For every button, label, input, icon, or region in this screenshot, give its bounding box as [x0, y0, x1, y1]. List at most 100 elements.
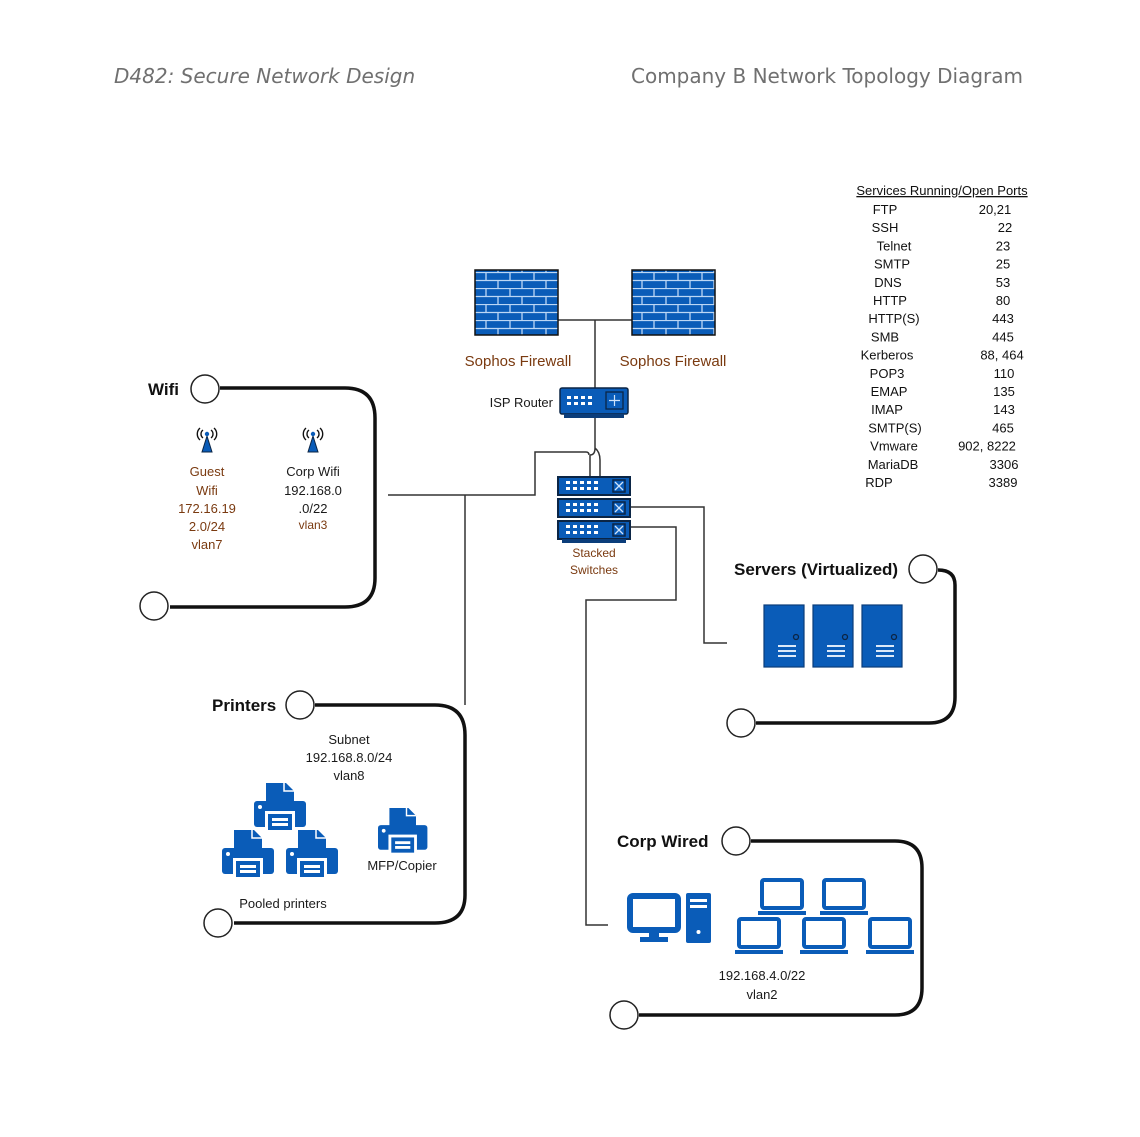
- service-ports: 3306: [990, 457, 1019, 472]
- firewall-right[interactable]: Sophos Firewall: [620, 269, 727, 370]
- isp-router[interactable]: ISP Router: [490, 387, 629, 418]
- service-name: POP3: [870, 366, 905, 381]
- printer-icon: [253, 782, 307, 834]
- printer-icon: [285, 829, 339, 881]
- firewall-left-label: Sophos Firewall: [465, 353, 572, 370]
- corp-wired-subnet: 192.168.4.0/22: [719, 968, 806, 983]
- service-name: Vmware: [870, 439, 918, 454]
- service-row: EMAP 135: [871, 384, 1015, 399]
- corp-wifi-line: Corp Wifi: [286, 464, 340, 479]
- servers-node-top: [908, 554, 938, 584]
- guest-wifi-line: vlan7: [191, 537, 222, 552]
- laptop-icon: [864, 917, 916, 956]
- laptop-icon: [733, 917, 785, 956]
- service-name: SMTP: [874, 257, 910, 272]
- printers-title: Printers: [212, 696, 276, 715]
- service-ports: 53: [996, 275, 1010, 290]
- printers-segment-loop: [234, 703, 467, 925]
- service-row: SMTP(S)465: [868, 420, 1014, 435]
- printers-subnet-line: vlan8: [333, 768, 364, 783]
- wireless-ap-icon: [196, 427, 218, 453]
- segment-servers[interactable]: Servers (Virtualized): [726, 554, 957, 738]
- segment-printers[interactable]: Printers Subnet 192.168.8.0/24 vlan8 Poo…: [203, 690, 467, 938]
- service-row: POP3 110: [870, 366, 1015, 381]
- service-ports: 20,21: [979, 202, 1012, 217]
- corp-wired-node-top: [721, 826, 751, 856]
- segment-corp-wired[interactable]: Corp Wired 192.168.4.0/22 vlan2: [609, 826, 924, 1030]
- service-row: HTTP(S) 443: [868, 311, 1013, 326]
- printers-node-top: [285, 690, 315, 720]
- switch-label-line1: Stacked: [572, 546, 615, 560]
- firewall-icon: [631, 269, 716, 336]
- guest-wifi-line: 2.0/24: [189, 519, 225, 534]
- servers-segment-loop: [756, 568, 957, 725]
- printers-subnet-line: Subnet: [328, 732, 370, 747]
- corp-wifi-ap[interactable]: Corp Wifi 192.168.0 .0/22 vlan3: [284, 427, 342, 532]
- wireless-ap-icon: [302, 427, 324, 453]
- service-name: MariaDB: [868, 457, 919, 472]
- service-name: DNS: [874, 275, 902, 290]
- server-icon: [812, 604, 854, 668]
- corp-wifi-line: .0/22: [299, 501, 328, 516]
- service-name: RDP: [865, 475, 892, 490]
- corp-wifi-line: vlan3: [299, 518, 328, 532]
- diagram-title: Company B Network Topology Diagram: [631, 64, 1023, 88]
- service-ports: 110: [994, 366, 1015, 381]
- service-row: MariaDB 3306: [868, 457, 1019, 472]
- printers-subnet-line: 192.168.8.0/24: [306, 750, 393, 765]
- service-ports: 135: [993, 384, 1015, 399]
- link-switch-servers: [630, 506, 727, 644]
- laptop-icon: [798, 917, 850, 956]
- corp-wired-segment-loop: [639, 839, 924, 1017]
- mfp-copier[interactable]: MFP/Copier: [367, 807, 437, 873]
- service-ports: 88, 464: [980, 348, 1023, 363]
- servers-node-bottom: [726, 708, 756, 738]
- wifi-node-top: [190, 374, 220, 404]
- service-ports: 23: [996, 238, 1010, 253]
- service-name: HTTP(S): [868, 311, 919, 326]
- switch-stack-icon: [557, 476, 631, 543]
- firewall-right-label: Sophos Firewall: [620, 353, 727, 370]
- server-icon: [763, 604, 805, 668]
- service-name: HTTP: [873, 293, 907, 308]
- wifi-node-bottom: [139, 591, 169, 621]
- link-switch-corp-wired: [585, 526, 677, 926]
- servers-title: Servers (Virtualized): [734, 560, 898, 579]
- service-name: EMAP: [871, 384, 908, 399]
- wifi-title: Wifi: [148, 380, 179, 399]
- guest-wifi-line: Guest: [190, 464, 225, 479]
- printer-icon: [221, 829, 275, 881]
- segment-wifi[interactable]: Wifi Guest Wifi 172.16.19 2.0/24 vlan7 C…: [139, 374, 377, 621]
- service-name: FTP: [873, 202, 898, 217]
- service-ports: 443: [992, 311, 1014, 326]
- laptop-icon: [756, 878, 808, 917]
- services-table-title: Services Running/Open Ports: [856, 183, 1028, 198]
- service-row: FTP 20,21: [873, 202, 1012, 217]
- stacked-switches[interactable]: Stacked Switches: [557, 476, 631, 577]
- mfp-label: MFP/Copier: [367, 858, 437, 873]
- firewall-left[interactable]: Sophos Firewall: [465, 269, 572, 370]
- guest-wifi-line: 172.16.19: [178, 501, 236, 516]
- link-router-switch: [589, 415, 601, 477]
- course-title: D482: Secure Network Design: [114, 64, 416, 88]
- corp-wifi-line: 192.168.0: [284, 483, 342, 498]
- service-name: IMAP: [871, 402, 903, 417]
- guest-wifi-line: Wifi: [196, 483, 218, 498]
- pooled-printers[interactable]: Pooled printers: [221, 782, 339, 911]
- corp-wired-title: Corp Wired: [617, 832, 708, 851]
- corp-wired-vlan: vlan2: [746, 987, 777, 1002]
- laptop-icon: [818, 878, 870, 917]
- router-label: ISP Router: [490, 395, 554, 410]
- guest-wifi-ap[interactable]: Guest Wifi 172.16.19 2.0/24 vlan7: [178, 427, 236, 552]
- printers-node-bottom: [203, 908, 233, 938]
- server-icon: [861, 604, 903, 668]
